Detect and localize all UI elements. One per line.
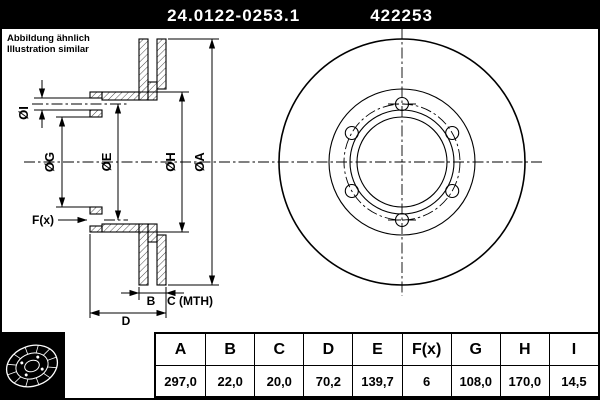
table-value-b: 22,0 xyxy=(205,365,255,396)
brand-logo xyxy=(2,332,65,398)
similarity-note: Abbildung ähnlich Illustration similar xyxy=(7,33,90,55)
centerlines xyxy=(24,28,542,296)
label-holes-f: F(x) xyxy=(32,213,54,227)
table-header-c: C xyxy=(254,334,303,365)
table-value-i: 14,5 xyxy=(548,365,598,396)
dimension-labels: ØI ØG ØE ØH ØA F(x) B C (MTH) D xyxy=(16,106,213,328)
table-header-d: D xyxy=(303,334,352,365)
label-dia-g: ØG xyxy=(42,152,57,172)
dimension-table: A B C D E F(x) G H I 297,0 22,0 20,0 70,… xyxy=(154,332,598,398)
table-header-a: A xyxy=(174,340,187,358)
bolt-hole xyxy=(445,183,460,199)
brake-disc-icon xyxy=(5,344,59,388)
reference-number: 422253 xyxy=(370,5,433,25)
label-dia-h: ØH xyxy=(163,152,178,172)
note-line-de: Abbildung ähnlich xyxy=(7,33,90,44)
label-dia-e: ØE xyxy=(99,152,114,171)
table-header-b: B xyxy=(205,334,254,365)
front-view xyxy=(278,38,526,286)
bolt-hole xyxy=(344,125,359,141)
label-height-d: D xyxy=(122,314,131,328)
table-header-i: I xyxy=(548,334,598,365)
dimension-lines xyxy=(34,38,219,318)
table-value-d: 70,2 xyxy=(303,365,353,396)
label-dia-i: ØI xyxy=(16,106,31,120)
table-value-g: 108,0 xyxy=(450,365,500,396)
table-value-a: 297,0 xyxy=(156,365,206,396)
table-value-c: 20,0 xyxy=(254,365,304,396)
table-header-g: G xyxy=(450,334,500,365)
table-header-f: F(x) xyxy=(401,334,451,365)
bolt-hole xyxy=(445,125,460,141)
part-number: 24.0122-0253.1 xyxy=(167,5,301,25)
label-min-thickness-c: C (MTH) xyxy=(167,294,213,308)
bolt-hole xyxy=(344,183,359,199)
label-thickness-b: B xyxy=(147,294,156,308)
cross-section-view xyxy=(89,38,167,286)
title-bar: 24.0122-0253.1 422253 xyxy=(2,2,598,29)
note-line-en: Illustration similar xyxy=(7,44,89,55)
table-value-f: 6 xyxy=(401,365,451,396)
table-value-e: 139,7 xyxy=(352,365,402,396)
table-value-h: 170,0 xyxy=(499,365,549,396)
label-dia-a: ØA xyxy=(192,152,207,172)
table-header-h: H xyxy=(499,334,549,365)
table-header-e: E xyxy=(352,334,401,365)
